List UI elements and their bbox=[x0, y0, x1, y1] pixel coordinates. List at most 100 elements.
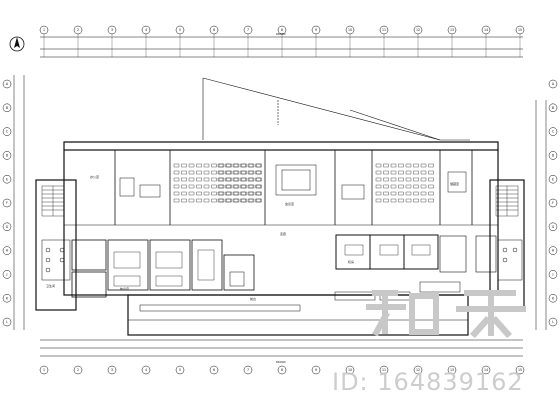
desk bbox=[173, 177, 180, 182]
desk bbox=[248, 198, 255, 203]
grid-col-bottom-10-label: 10 bbox=[348, 368, 352, 372]
desk bbox=[247, 191, 254, 196]
grid-col-bottom-7-label: 7 bbox=[247, 368, 249, 372]
desk bbox=[398, 184, 404, 189]
grid-row-right-D-bubble bbox=[548, 151, 558, 160]
building-outline bbox=[35, 141, 525, 336]
desk bbox=[375, 191, 382, 196]
desk bbox=[173, 191, 180, 196]
grid-col-bottom-6-bubble bbox=[209, 365, 219, 375]
grid-col-bottom-7-bubble bbox=[243, 365, 253, 375]
desk bbox=[232, 184, 239, 189]
grid-row-right-K-label: K bbox=[552, 296, 555, 300]
desk bbox=[225, 163, 231, 168]
desk bbox=[428, 163, 434, 168]
desk bbox=[241, 184, 247, 189]
lower-left-rooms bbox=[71, 239, 255, 298]
desk bbox=[241, 198, 247, 203]
desk bbox=[233, 163, 240, 168]
desk bbox=[413, 163, 419, 168]
grid-row-right-F-bubble bbox=[548, 198, 558, 208]
desk bbox=[398, 163, 404, 168]
desk bbox=[256, 191, 262, 196]
grid-col-bottom-9-label: 9 bbox=[315, 368, 317, 372]
desk bbox=[247, 184, 254, 189]
grid-row-right-H-bubble bbox=[548, 246, 558, 255]
grid-row-right-L-bubble bbox=[548, 317, 558, 327]
desk bbox=[375, 198, 382, 203]
desk bbox=[248, 184, 255, 189]
desk bbox=[232, 198, 239, 203]
desk bbox=[203, 163, 210, 168]
desk bbox=[405, 184, 412, 189]
desk bbox=[232, 163, 239, 168]
desk bbox=[383, 163, 389, 168]
desk bbox=[225, 170, 231, 175]
desk bbox=[256, 177, 262, 182]
grid-col-bottom-8-bubble bbox=[277, 365, 287, 375]
desk bbox=[413, 184, 419, 189]
room-label-corridor: 走廊 bbox=[280, 231, 286, 236]
grid-col-bottom-12-bubble bbox=[413, 365, 423, 375]
desk bbox=[398, 191, 404, 196]
desk bbox=[226, 184, 232, 189]
desk bbox=[405, 191, 412, 196]
desk bbox=[211, 163, 217, 168]
grid-col-13-label: 13 bbox=[450, 28, 454, 32]
desk-grid-classroom-1 bbox=[173, 163, 262, 203]
grid-col-bottom-9-bubble bbox=[311, 365, 321, 375]
grid-row-D-label: D bbox=[6, 154, 9, 158]
room-label-meeting: 会议室 bbox=[285, 201, 294, 206]
desk bbox=[217, 163, 224, 168]
watermark-id: ID: 164839162 bbox=[332, 368, 524, 396]
desk bbox=[217, 184, 224, 189]
desk bbox=[240, 163, 246, 168]
room-label-reception: 前台 bbox=[250, 296, 256, 301]
desk bbox=[256, 163, 262, 168]
grid-row-H-label: H bbox=[6, 249, 9, 253]
desk bbox=[247, 163, 254, 168]
grid-col-bottom-4-label: 4 bbox=[145, 368, 147, 372]
desk bbox=[173, 163, 180, 168]
desk bbox=[240, 191, 246, 196]
grid-row-B-bubble bbox=[2, 103, 12, 113]
desk bbox=[375, 177, 382, 182]
desk bbox=[233, 198, 240, 203]
desk bbox=[181, 163, 187, 168]
desk bbox=[181, 198, 187, 203]
grid-row-C-bubble bbox=[2, 127, 12, 136]
desk bbox=[233, 191, 240, 196]
middle-right-rooms bbox=[335, 234, 497, 273]
desk bbox=[188, 163, 195, 168]
desk bbox=[188, 191, 195, 196]
desk bbox=[188, 177, 195, 182]
desk bbox=[420, 191, 427, 196]
grid-row-right-J-bubble bbox=[548, 270, 558, 279]
site-boundary bbox=[202, 77, 470, 141]
desk bbox=[196, 177, 202, 182]
room-labels: 办公室 会议室 机房 休息室 卫生间 前台 走廊 储藏室 bbox=[46, 174, 459, 301]
desk bbox=[196, 163, 202, 168]
grid-col-bottom-3-label: 3 bbox=[111, 368, 113, 372]
grid-row-L-bubble bbox=[2, 317, 12, 327]
grid-col-1-label: 1 bbox=[43, 28, 45, 32]
desk bbox=[247, 198, 254, 203]
desk bbox=[375, 163, 382, 168]
desk bbox=[218, 177, 225, 182]
desk bbox=[226, 163, 232, 168]
desk bbox=[203, 177, 210, 182]
desk bbox=[232, 177, 239, 182]
side-dimension-lines bbox=[13, 75, 547, 330]
desk bbox=[248, 177, 255, 182]
grid-col-14-label: 14 bbox=[484, 28, 488, 32]
desk bbox=[241, 163, 247, 168]
grid-col-15-label: 15 bbox=[518, 28, 522, 32]
grid-row-A-label: A bbox=[6, 82, 9, 86]
desk bbox=[232, 170, 239, 175]
grid-col-bottom-8-label: 8 bbox=[281, 368, 283, 372]
grid-col-bottom-15-bubble bbox=[515, 365, 525, 375]
grid-col-9-label: 9 bbox=[315, 28, 317, 32]
